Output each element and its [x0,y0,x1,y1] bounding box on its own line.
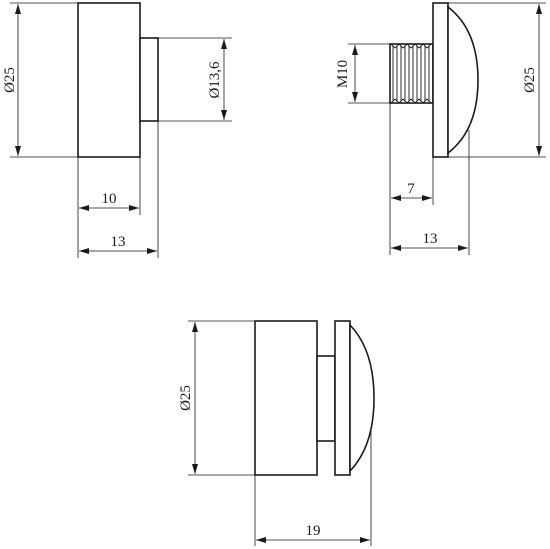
diameter-label: Ø25 [2,67,18,93]
body-spigot [139,37,159,122]
thread-length-label: 7 [407,181,415,197]
thread-label: M10 [335,60,351,88]
thread-pattern [390,43,432,104]
cap-total-length-label: 13 [423,231,438,247]
spigot-diameter-label: Ø13,6 [207,61,223,99]
cap-disc [432,2,449,158]
total-length-label: 13 [111,234,126,250]
assembly-body [254,320,318,476]
body-view: Ø25 Ø13,6 10 13 [2,2,232,258]
assembly-cap-dome [349,323,375,473]
body-cylinder [77,2,141,158]
threaded-shank [389,43,434,104]
assembly-diameter-label: Ø25 [178,385,194,411]
assembly-cap-disc [334,320,351,476]
cap-diameter-label: Ø25 [522,67,538,93]
cap-view: M10 Ø25 7 13 [335,2,546,255]
assembly-spigot [316,355,336,442]
cap-dome [447,5,479,155]
body-length-label: 10 [102,191,117,207]
assembly-length-label: 19 [306,523,321,539]
assembly-view: Ø25 19 [178,320,375,546]
